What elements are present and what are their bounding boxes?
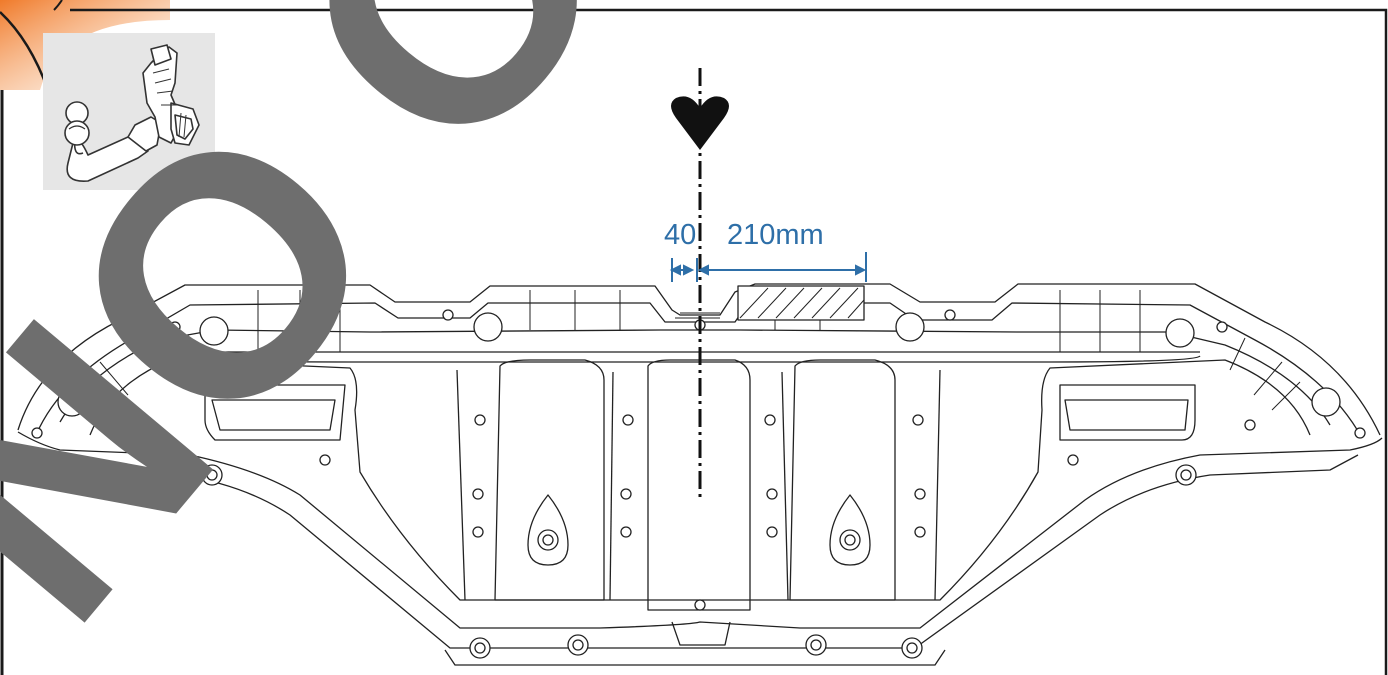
dimension-offset-label: 40 (664, 219, 697, 251)
dimension-width-label: 210mm (727, 219, 824, 251)
heart-icon (671, 96, 729, 150)
dimension-lines (669, 252, 867, 282)
corner-accent (0, 0, 170, 90)
tow-hitch-thumbnail (43, 33, 215, 190)
tow-hitch-icon (64, 44, 200, 182)
hatch-area (675, 287, 865, 319)
mounting-holes (31, 309, 1366, 659)
